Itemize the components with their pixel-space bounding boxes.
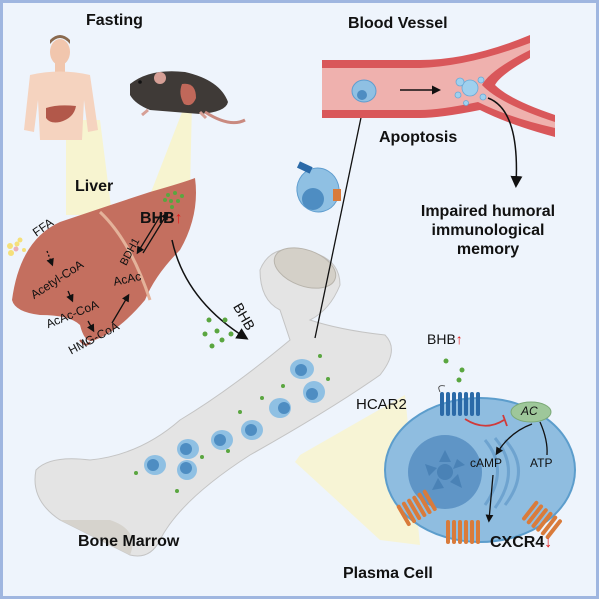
hcar2-label: HCAR2 [356, 396, 407, 413]
inhibition-bar [502, 414, 508, 427]
camp-label: cAMP [470, 456, 503, 470]
bone-marrow-plasma-cells [134, 354, 330, 493]
outcome-line-3: memory [456, 241, 520, 258]
cxcr4-down-arrow-icon: ↓ [544, 534, 553, 551]
fasting-label: Fasting [86, 12, 143, 29]
bone-marrow-label: Bone Marrow [78, 533, 180, 550]
plasma-cell-beam [295, 395, 420, 545]
liver-pathway-arrows [46, 211, 169, 333]
outcome-line-1: Impaired humoral [420, 203, 556, 220]
nucleus-pattern [425, 450, 465, 490]
outcome-label: Impaired humoral immunological memory [393, 202, 583, 259]
er-lines [483, 437, 520, 509]
liver-organ [12, 178, 196, 346]
ffa-dots [7, 237, 26, 256]
bhb-up-arrow-icon: ↑ [174, 210, 183, 227]
liver-label: Liver [75, 178, 114, 195]
liver-bhb-dots [163, 191, 184, 209]
mouse-liver-icon [180, 83, 196, 106]
cxcr4-label: CXCR4↓ [490, 534, 552, 552]
bone-to-vessel-arrow [314, 105, 367, 339]
ac-to-camp-arrow [495, 423, 533, 456]
hcar2-receptor [438, 385, 480, 416]
outcome-line-2: immunological [431, 222, 545, 239]
mouse-liver-beam [148, 102, 192, 200]
mouse-figure [130, 71, 246, 125]
atp-line [539, 421, 548, 456]
human-liver-beam [66, 120, 112, 215]
human-figure [24, 35, 98, 140]
ac-enzyme [510, 401, 552, 423]
ac-label: AC [521, 404, 538, 418]
plasma-bhb-up-arrow-icon: ↑ [455, 331, 463, 347]
inhibition-line [464, 418, 505, 427]
plasma-bhb-label: BHB↑ [427, 331, 463, 347]
liver-bhb-text: BHB [140, 210, 175, 227]
plasma-cell-label: Plasma Cell [343, 565, 433, 582]
apoptosis-to-outcome-arrow [487, 97, 523, 188]
apoptosis-label: Apoptosis [379, 129, 458, 146]
cxcr4-receptors [396, 489, 562, 544]
atp-label: ATP [530, 456, 553, 470]
plasma-bhb-dots [443, 358, 465, 383]
human-liver-icon [46, 105, 76, 123]
liver-to-bone-arrow [171, 239, 249, 340]
cxcr4-text: CXCR4 [490, 534, 545, 551]
transport-bhb-dots [202, 317, 234, 349]
blood-vessel [322, 35, 555, 137]
liver-bhb-label: BHB↑ [140, 210, 183, 228]
migrating-plasma-cell [296, 161, 341, 213]
plasma-bhb-text: BHB [427, 331, 456, 347]
bone [34, 247, 392, 557]
blood-vessel-label: Blood Vessel [348, 15, 448, 32]
camp-to-cxcr4-arrow [485, 474, 494, 523]
